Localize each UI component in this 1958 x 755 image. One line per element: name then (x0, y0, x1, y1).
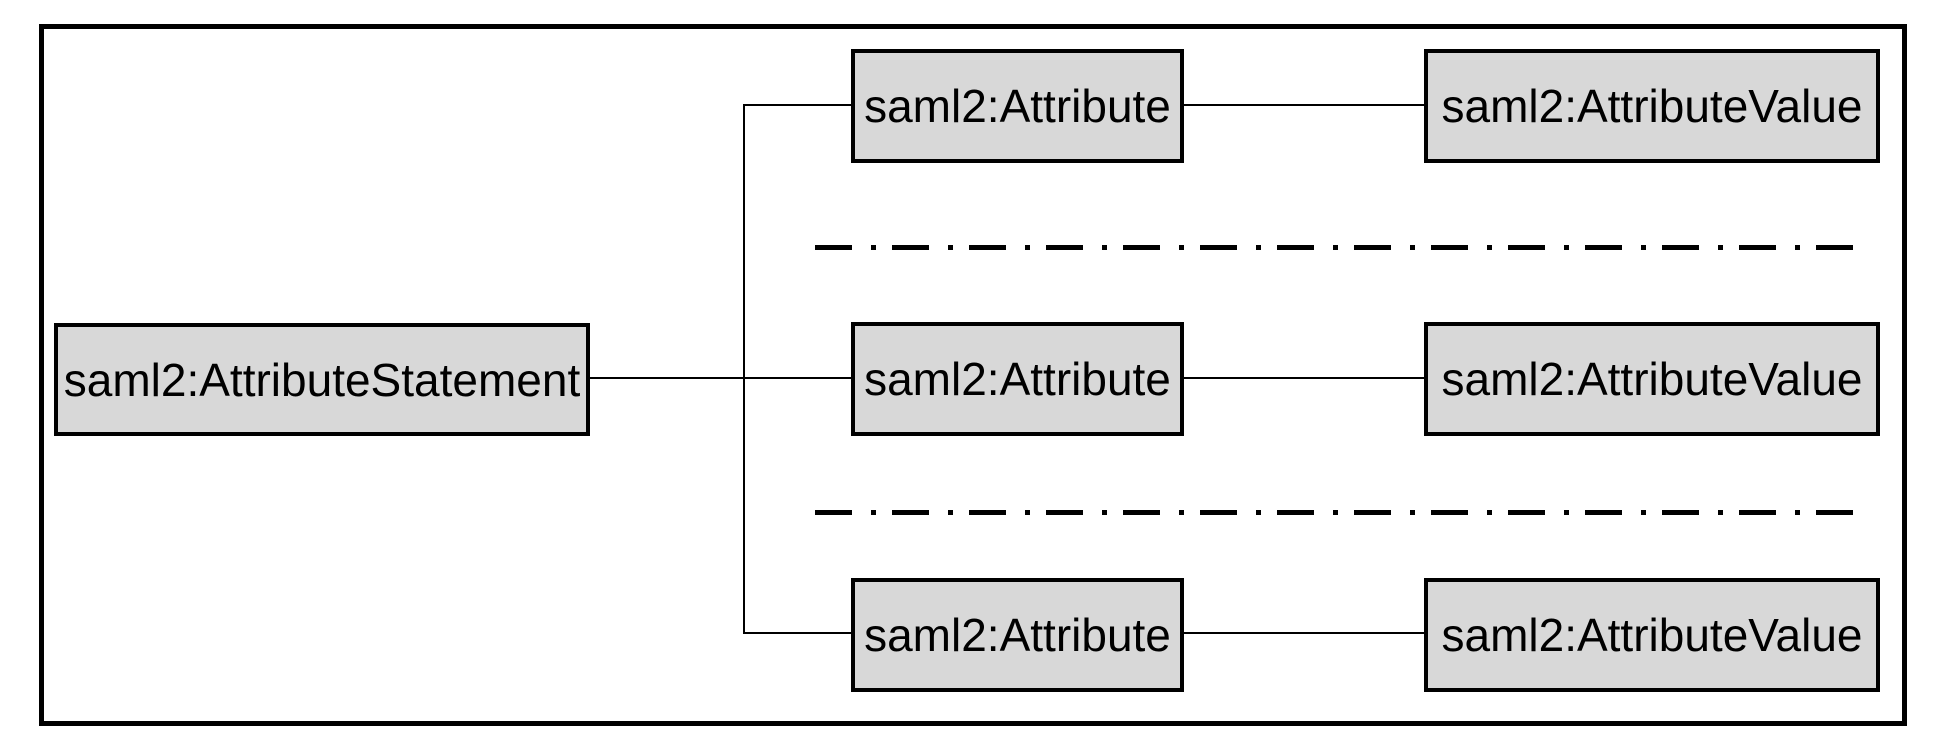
connector-trunk-to-attribute-3 (744, 632, 851, 634)
connector-attribute-3-to-value-3 (1184, 632, 1424, 634)
connector-trunk-to-attribute-1 (744, 104, 851, 106)
connector-attribute-1-to-value-1 (1184, 104, 1424, 106)
attribute-value-node-1: saml2:AttributeValue (1424, 49, 1880, 163)
attribute-value-node-3: saml2:AttributeValue (1424, 578, 1880, 692)
ellipsis-dash-dot-line-2 (815, 510, 1860, 515)
diagram-outer-border (39, 24, 1907, 726)
connector-attribute-2-to-value-2 (1184, 377, 1424, 379)
attribute-node-3: saml2:Attribute (851, 578, 1184, 692)
attribute-statement-node: saml2:AttributeStatement (54, 323, 590, 436)
attribute-node-2: saml2:Attribute (851, 322, 1184, 436)
attribute-node-1: saml2:Attribute (851, 49, 1184, 163)
ellipsis-dash-dot-line-1 (815, 245, 1860, 250)
connector-root-to-trunk (590, 377, 851, 379)
attribute-value-node-2: saml2:AttributeValue (1424, 322, 1880, 436)
connector-trunk-vertical (743, 104, 745, 634)
